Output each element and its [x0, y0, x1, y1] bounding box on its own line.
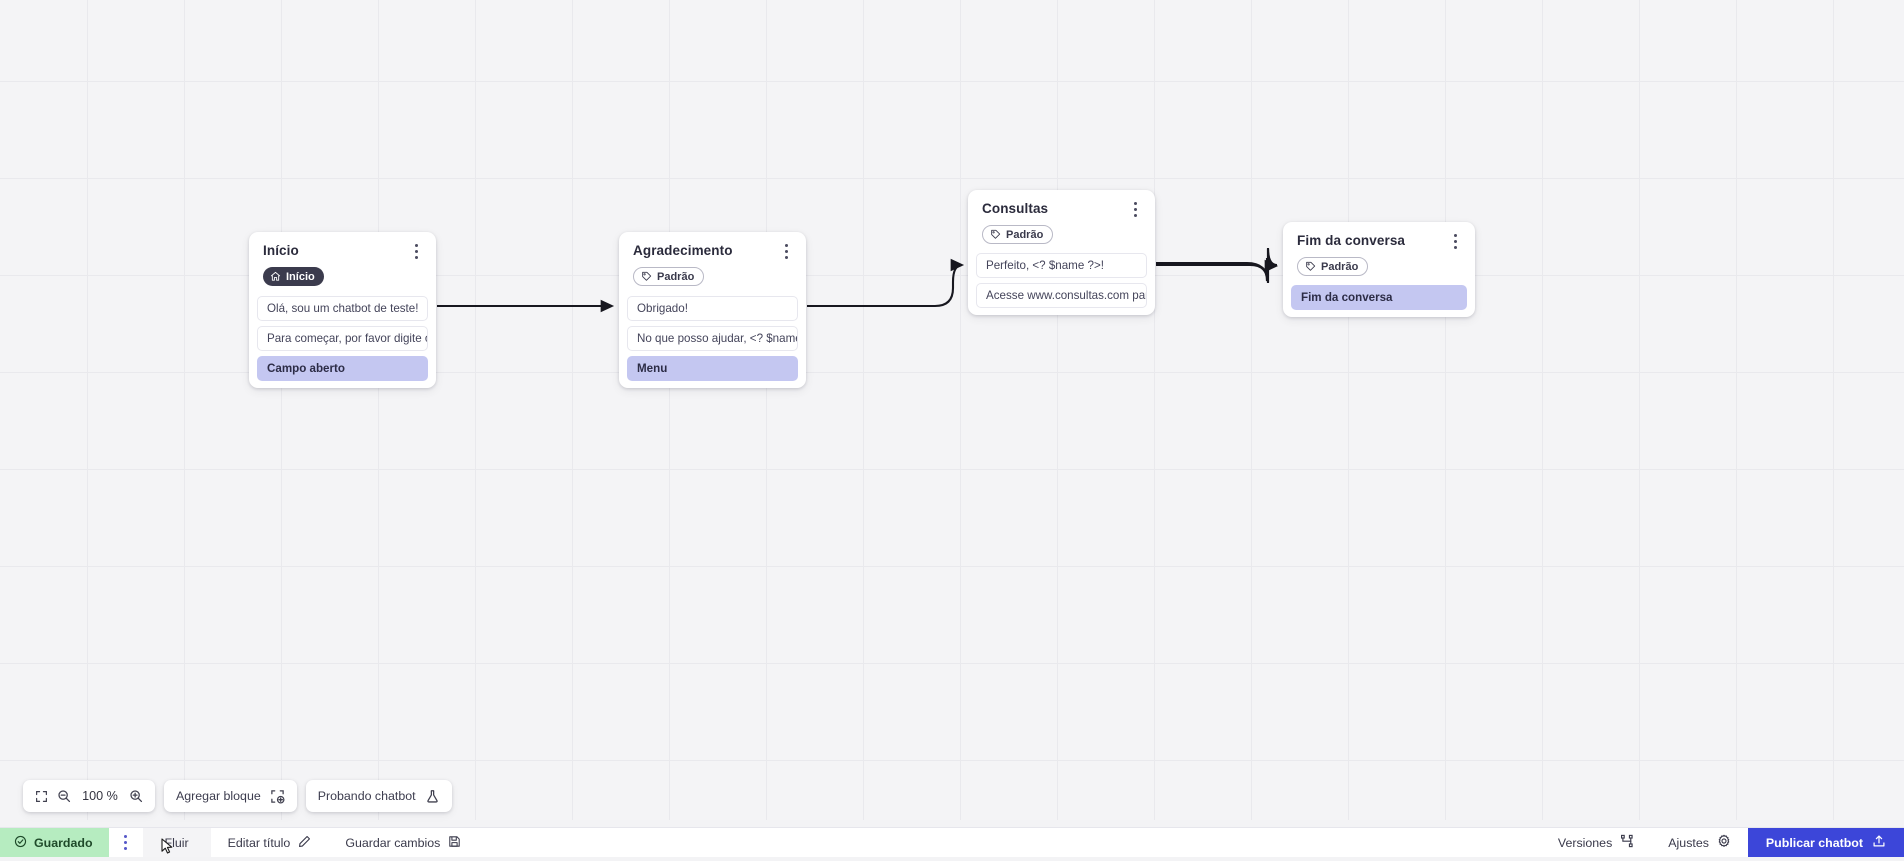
node-item[interactable]: Menu: [627, 356, 798, 381]
flask-icon: [425, 789, 440, 804]
node-badge-label: Início: [286, 271, 315, 283]
branch-icon: [1620, 834, 1634, 851]
node-badge-label: Padrão: [1321, 261, 1358, 273]
node-header: Início: [249, 243, 436, 260]
settings-label: Ajustes: [1668, 836, 1709, 850]
edit-title-button[interactable]: Editar título: [211, 828, 329, 857]
save-changes-button[interactable]: Guardar cambios: [328, 828, 478, 857]
tag-icon: [641, 271, 652, 282]
zoom-level-value: 100 %: [80, 789, 120, 803]
node-item[interactable]: Perfeito, <? $name ?>!: [976, 253, 1147, 278]
zoom-out-icon[interactable]: [57, 789, 71, 803]
tab-fluir-label: Fluir: [165, 836, 189, 850]
flow-connectors: [0, 0, 1904, 820]
node-title: Consultas: [982, 201, 1048, 217]
node-title: Início: [263, 243, 299, 259]
node-item[interactable]: Acesse www.consultas.com par...: [976, 283, 1147, 308]
node-header: Agradecimento: [619, 243, 806, 260]
node-badge-label: Padrão: [1006, 229, 1043, 241]
node-menu-button[interactable]: [409, 242, 423, 260]
zoom-controls: 100 %: [23, 780, 155, 812]
node-header: Consultas: [968, 201, 1155, 218]
tag-icon: [1305, 261, 1316, 272]
node-item[interactable]: Olá, sou um chatbot de teste!: [257, 296, 428, 321]
node-menu-button[interactable]: [779, 242, 793, 260]
test-chatbot-button[interactable]: Probando chatbot: [306, 780, 452, 812]
node-badge-padrao[interactable]: Padrão: [982, 225, 1053, 244]
saved-status-badge[interactable]: Guardado: [0, 828, 109, 857]
edge-consultas-to-fim-arrow: [1156, 258, 1276, 281]
node-badge-padrao[interactable]: Padrão: [633, 267, 704, 286]
flow-node-agradecimento[interactable]: Agradecimento Padrão Obrigado! No que po…: [619, 232, 806, 388]
node-badge-inicio[interactable]: Início: [263, 267, 324, 286]
node-title: Fim da conversa: [1297, 233, 1405, 249]
node-badge-row: Padrão: [1283, 250, 1475, 277]
bottom-status-bar: Guardado Fluir Editar título Guardar cam…: [0, 827, 1904, 857]
node-badge-row: Início: [249, 260, 436, 287]
fit-screen-icon[interactable]: [35, 790, 48, 803]
flow-node-inicio[interactable]: Início Início Olá, sou um chatbot de tes…: [249, 232, 436, 388]
gear-icon: [1717, 834, 1731, 851]
saved-status-label: Guardado: [34, 836, 93, 850]
statusbar-spacer: [478, 828, 1541, 857]
settings-button[interactable]: Ajustes: [1651, 828, 1748, 857]
node-items: Fim da conversa: [1283, 285, 1475, 310]
add-block-icon: [270, 789, 285, 804]
node-badge-padrao[interactable]: Padrão: [1297, 257, 1368, 276]
node-menu-button[interactable]: [1448, 232, 1462, 250]
save-changes-label: Guardar cambios: [345, 836, 440, 850]
edit-title-label: Editar título: [228, 836, 291, 850]
node-badge-row: Padrão: [968, 218, 1155, 245]
home-icon: [270, 271, 281, 282]
check-circle-icon: [14, 835, 27, 851]
node-items: Obrigado! No que posso ajudar, <? $name …: [619, 296, 806, 381]
zoom-in-icon[interactable]: [129, 789, 143, 803]
edge-consultas-to-fim: [1156, 248, 1277, 283]
node-header: Fim da conversa: [1283, 233, 1475, 250]
publish-chatbot-label: Publicar chatbot: [1766, 836, 1863, 850]
flow-node-consultas[interactable]: Consultas Padrão Perfeito, <? $name ?>! …: [968, 190, 1155, 315]
publish-chatbot-button[interactable]: Publicar chatbot: [1748, 828, 1904, 857]
statusbar-menu-button[interactable]: [109, 828, 143, 857]
node-items: Olá, sou um chatbot de teste! Para começ…: [249, 296, 436, 381]
pencil-icon: [298, 835, 311, 851]
edge-consultas-to-fim-tail: [1156, 249, 1276, 282]
flow-canvas[interactable]: Início Início Olá, sou um chatbot de tes…: [0, 0, 1904, 820]
test-chatbot-label: Probando chatbot: [318, 789, 416, 803]
node-item[interactable]: Para começar, por favor digite o ...: [257, 326, 428, 351]
tab-fluir[interactable]: Fluir: [143, 828, 211, 857]
edge-agradecimento-to-consultas: [807, 265, 962, 306]
vertical-dots-icon: [119, 833, 133, 851]
node-badge-row: Padrão: [619, 260, 806, 287]
node-title: Agradecimento: [633, 243, 733, 259]
flow-node-fim-da-conversa[interactable]: Fim da conversa Padrão Fim da conversa: [1283, 222, 1475, 317]
node-menu-button[interactable]: [1128, 200, 1142, 218]
upload-icon: [1872, 834, 1886, 851]
node-badge-label: Padrão: [657, 271, 694, 283]
add-block-button[interactable]: Agregar bloque: [164, 780, 297, 812]
tag-icon: [990, 229, 1001, 240]
save-icon: [448, 835, 461, 851]
node-item[interactable]: Campo aberto: [257, 356, 428, 381]
node-items: Perfeito, <? $name ?>! Acesse www.consul…: [968, 253, 1155, 308]
node-item[interactable]: No que posso ajudar, <? $name ...: [627, 326, 798, 351]
node-item[interactable]: Fim da conversa: [1291, 285, 1467, 310]
canvas-toolbar: 100 % Agregar bloque Probando chatbot: [23, 780, 452, 812]
add-block-label: Agregar bloque: [176, 789, 261, 803]
versions-button[interactable]: Versiones: [1541, 828, 1651, 857]
node-item[interactable]: Obrigado!: [627, 296, 798, 321]
versions-label: Versiones: [1558, 836, 1612, 850]
